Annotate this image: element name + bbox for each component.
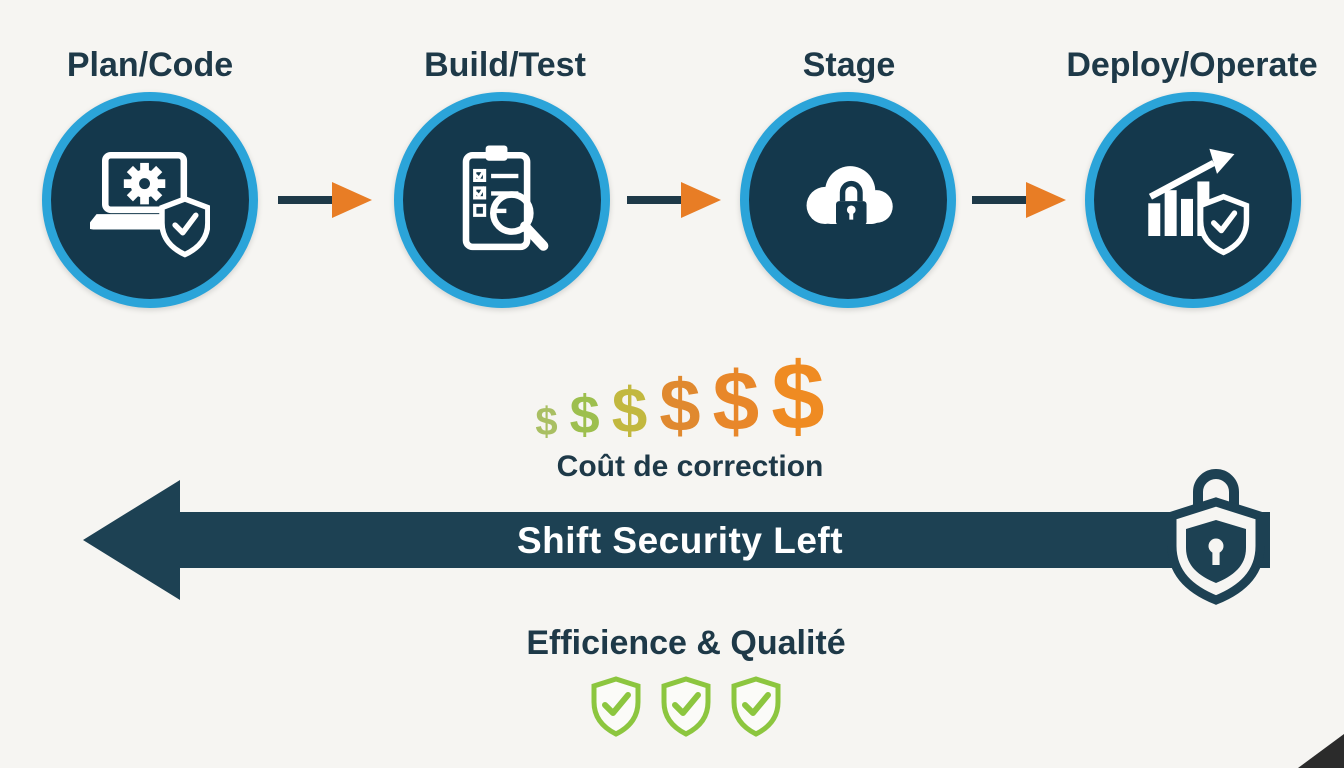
quality-shield-row (590, 676, 782, 738)
cost-label: Coût de correction (556, 450, 824, 483)
dollar-sign: $ (611, 374, 648, 447)
dollar-sign: $ (712, 354, 760, 449)
connector-arrow-icon-1 (278, 182, 372, 218)
connector-arrow-icon-2 (627, 182, 721, 218)
growth-chart-shield-icon (1148, 148, 1250, 256)
shield-check-icon (731, 676, 781, 737)
stage-label-stage: Stage (802, 46, 896, 84)
checklist-magnifier-icon (462, 145, 549, 251)
dollar-sign: $ (659, 364, 701, 448)
connector-arrow-icon-3 (972, 182, 1066, 218)
dollar-sign: $ (535, 400, 558, 444)
stage-label-deploy-operate: Deploy/Operate (1066, 46, 1318, 84)
stage-circle-build-test (394, 92, 610, 308)
stage-circle-deploy-operate (1085, 92, 1301, 308)
stage-circle-plan-code (42, 92, 258, 308)
stage-label-plan-code: Plan/Code (66, 46, 234, 84)
shield-check-icon (591, 676, 641, 737)
laptop-gear-shield-icon (90, 152, 210, 258)
corner-decoration (1298, 734, 1344, 768)
cost-dollar-row: $ $ $ $ $ $ (535, 340, 825, 450)
stage-circle-stage (740, 92, 956, 308)
dollar-sign: $ (569, 385, 600, 446)
stage-label-build-test: Build/Test (424, 46, 586, 84)
shift-security-left-label: Shift Security Left (516, 520, 844, 561)
dollar-sign: $ (771, 342, 825, 450)
cloud-lock-icon (806, 166, 893, 226)
shift-left-arrow (83, 480, 1270, 600)
shield-check-icon (661, 676, 711, 737)
quality-label: Efficience & Qualité (526, 624, 846, 662)
shield-lock-icon (1167, 469, 1265, 605)
